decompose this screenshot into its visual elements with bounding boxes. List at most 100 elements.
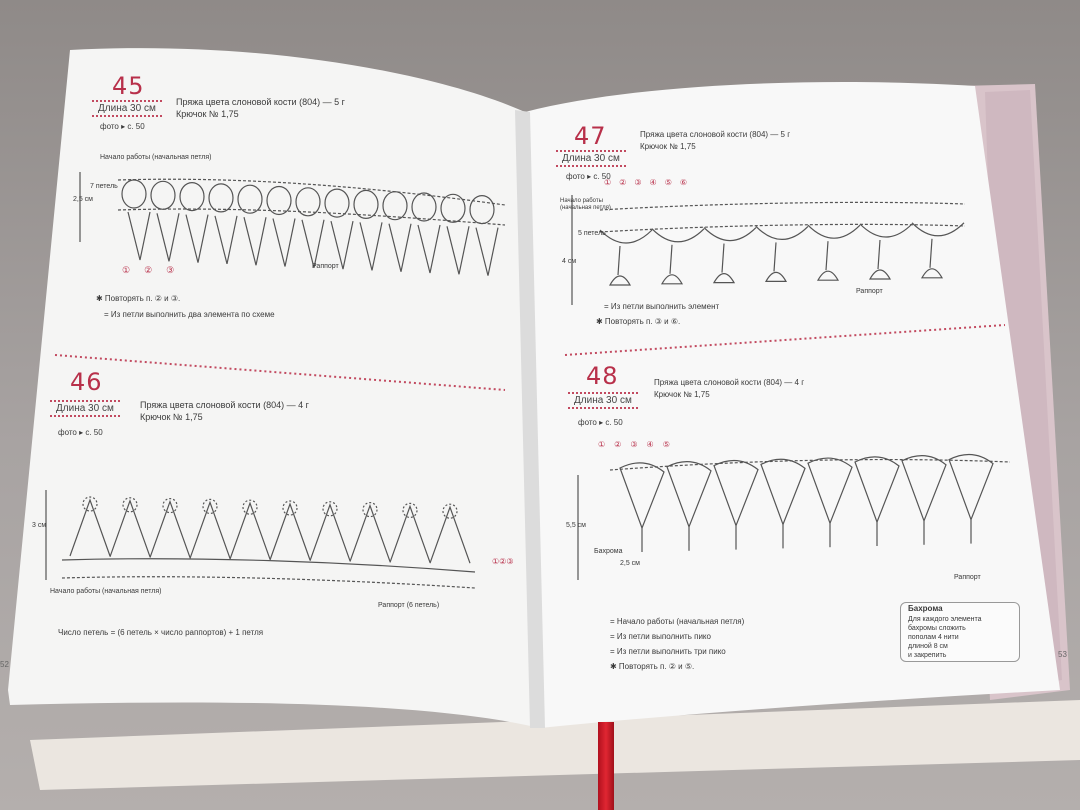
step-1: ①: [604, 178, 620, 187]
pattern-48-yarn: Пряжа цвета слоновой кости (804) — 4 г: [654, 378, 805, 387]
pattern-45-height: 2,5 см: [73, 196, 93, 203]
pattern-45-start: Начало работы (начальная петля): [100, 154, 212, 161]
fan-stitch: [619, 462, 665, 530]
pattern-46-photo: фото ▸ с. 50: [58, 428, 103, 437]
gutter: [515, 110, 545, 728]
chain-leg: [185, 214, 209, 263]
flower-motif: [322, 501, 338, 517]
diagram-46: [45, 490, 476, 589]
pattern-45-note-two: = Из петли выполнить два элемента по схе…: [104, 310, 275, 319]
fan-stitch: [666, 461, 712, 529]
step-4: ④: [646, 440, 663, 449]
arch-loop: [237, 184, 263, 214]
chain-leg: [475, 227, 499, 276]
fan-stitch: [901, 455, 947, 523]
fan-stitch: [948, 453, 994, 522]
fan-stitch: [713, 459, 759, 528]
chain-leg: [446, 226, 470, 275]
pattern-47-steps: ①②③④⑤⑥: [604, 178, 695, 187]
step-2: ②: [614, 440, 631, 449]
bookmark-ribbon: [598, 722, 614, 810]
bell-arch: [911, 222, 965, 237]
flower-motif: [442, 503, 458, 519]
step-1: ①: [492, 557, 500, 566]
bell-drop: [868, 239, 892, 280]
pattern-47-start: Начало работы (начальная петля): [560, 198, 611, 211]
flower-motif: [402, 502, 418, 518]
step-1: ①: [598, 440, 615, 449]
pattern-46-number: 46: [70, 368, 103, 396]
bell-drop: [608, 245, 632, 286]
chain-leg: [359, 222, 383, 271]
triangle-stitch: [269, 502, 311, 561]
arch-loop: [411, 192, 437, 222]
pattern-48-length: Длина 30 см: [568, 392, 638, 409]
pattern-46-formula: Число петель = (6 петель × число раппорт…: [58, 628, 264, 637]
pattern-47-length: Длина 30 см: [556, 150, 626, 167]
step-3: ③: [166, 265, 189, 275]
fringe-info-box: [900, 602, 1020, 662]
pattern-48-steps: ①②③④⑤: [598, 440, 679, 449]
triangle-stitch: [349, 503, 391, 562]
pattern-48-number: 48: [586, 362, 619, 390]
triangle-stitch: [149, 499, 191, 558]
fringe-box-line: и закрепить: [908, 652, 947, 659]
pattern-47-yarn: Пряжа цвета слоновой кости (804) — 5 г: [640, 130, 791, 139]
triangle-stitch: [189, 500, 231, 559]
bell-drop: [920, 238, 944, 279]
step-3: ③: [634, 178, 650, 187]
arch-loop: [150, 180, 176, 210]
triangle-stitch: [389, 504, 431, 563]
pattern-48-hook: Крючок № 1,75: [654, 390, 710, 399]
pattern-46-yarn: Пряжа цвета слоновой кости (804) — 4 г: [140, 400, 309, 410]
pattern-47-number: 47: [574, 122, 607, 150]
arch-loop: [353, 189, 379, 219]
chain-leg: [417, 224, 441, 274]
step-5: ⑤: [662, 440, 679, 449]
pattern-48-height: 5,5 см: [566, 522, 586, 529]
bell-drop: [816, 241, 840, 281]
chain-leg: [156, 213, 180, 262]
triangle-stitch: [229, 501, 271, 560]
flower-motif: [282, 500, 298, 516]
step-3: ③: [506, 557, 514, 566]
arch-loop: [179, 182, 205, 212]
diagram-48: [577, 453, 1011, 580]
fringe-box-text: Для каждого элемента бахромы сложить поп…: [908, 615, 982, 660]
bell-drop: [712, 243, 736, 284]
chain-leg: [127, 211, 151, 261]
bell-arch: [599, 229, 653, 244]
fringe-box-line: Для каждого элемента: [908, 616, 982, 623]
bell-arch: [703, 227, 757, 242]
pattern-45-rapport: Раппорт: [312, 263, 339, 270]
arch-loop: [440, 193, 466, 223]
pattern-45-length: Длина 30 см: [92, 100, 162, 117]
arch-loop: [121, 179, 147, 209]
step-1: ①: [122, 265, 145, 275]
pattern-47-rapport: Раппорт: [856, 288, 883, 295]
legend-item: = Из петли выполнить пико: [610, 632, 711, 641]
diagram-47: [571, 195, 966, 305]
step-2: ②: [619, 178, 635, 187]
pattern-46-hook: Крючок № 1,75: [140, 412, 203, 422]
flower-motif: [82, 496, 98, 512]
pattern-46-steps: ①②③: [492, 556, 514, 567]
arch-loop: [469, 195, 495, 225]
pattern-45-photo: фото ▸ с. 50: [100, 122, 145, 131]
chain-leg: [330, 220, 354, 270]
chain-leg: [214, 215, 238, 265]
pattern-45-number: 45: [112, 72, 145, 100]
triangle-stitch: [69, 498, 111, 557]
chain-leg: [243, 217, 267, 266]
triangle-stitch: [309, 503, 351, 562]
bell-arch: [859, 223, 913, 238]
arch-loop: [266, 185, 292, 216]
legend-item: = Начало работы (начальная петля): [610, 617, 745, 626]
legend-item: ✱ Повторять п. ② и ⑤.: [610, 662, 695, 671]
diagram-45: [79, 172, 506, 276]
left-divider: [54, 354, 506, 391]
chain-leg: [301, 219, 325, 268]
chain-leg: [388, 223, 412, 272]
